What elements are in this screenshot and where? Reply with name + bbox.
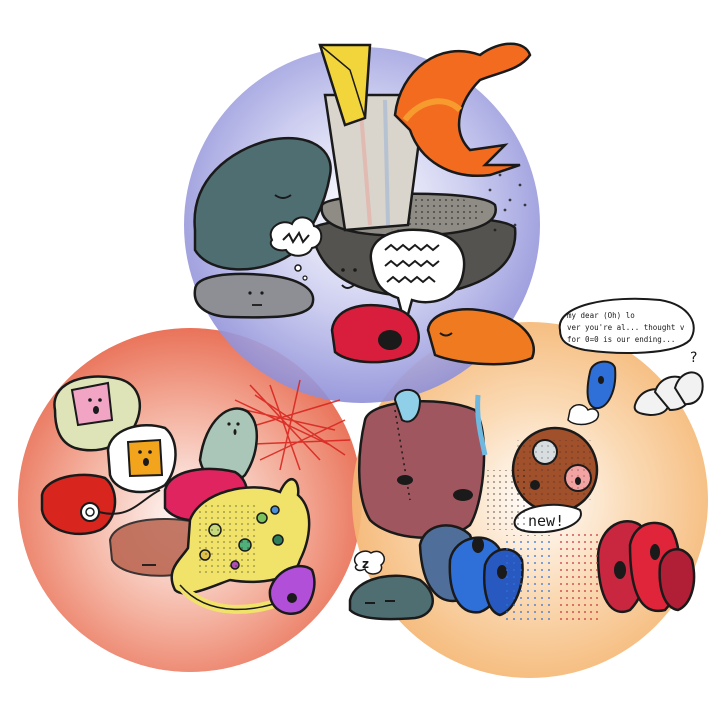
note-line-2: ver you're al... thought v [567,323,685,332]
new-speech-bubble: new! [513,503,582,534]
violet-blob-character [268,564,316,615]
red-blob-character [330,303,420,364]
note-bubble: my dear (Oh) lo ver you're al... thought… [558,297,695,354]
z-label: z [362,557,369,571]
speech-bubble-icon [369,228,466,330]
small-blue-blob [586,360,617,410]
orange-plume [393,42,532,178]
orange-blob-character [426,308,535,366]
black-dot-spray [485,470,525,530]
question-mark-icon: ? [690,350,697,366]
slate-sleeping-blob [348,574,434,621]
note-line-1: my dear (Oh) lo [567,311,635,320]
colored-spots [195,505,284,575]
red-swirl-blob [40,473,117,536]
brown-orb-character [511,426,599,514]
grey-blob-character [193,272,315,319]
cup [323,93,427,232]
new-label: new! [528,512,564,530]
blue-dot-spray [505,535,550,620]
sleep-z-icon: z [353,550,385,575]
mauve-head-character [357,400,486,539]
scribble-thought-bubble [269,216,323,281]
red-blob-cluster [596,520,696,613]
red-dot-spray [560,530,600,620]
white-pebbles: ? [633,350,704,417]
note-line-3: for 0=0 is our ending... [567,335,675,344]
red-scribble [229,379,351,471]
blue-ice-cap [393,388,422,423]
